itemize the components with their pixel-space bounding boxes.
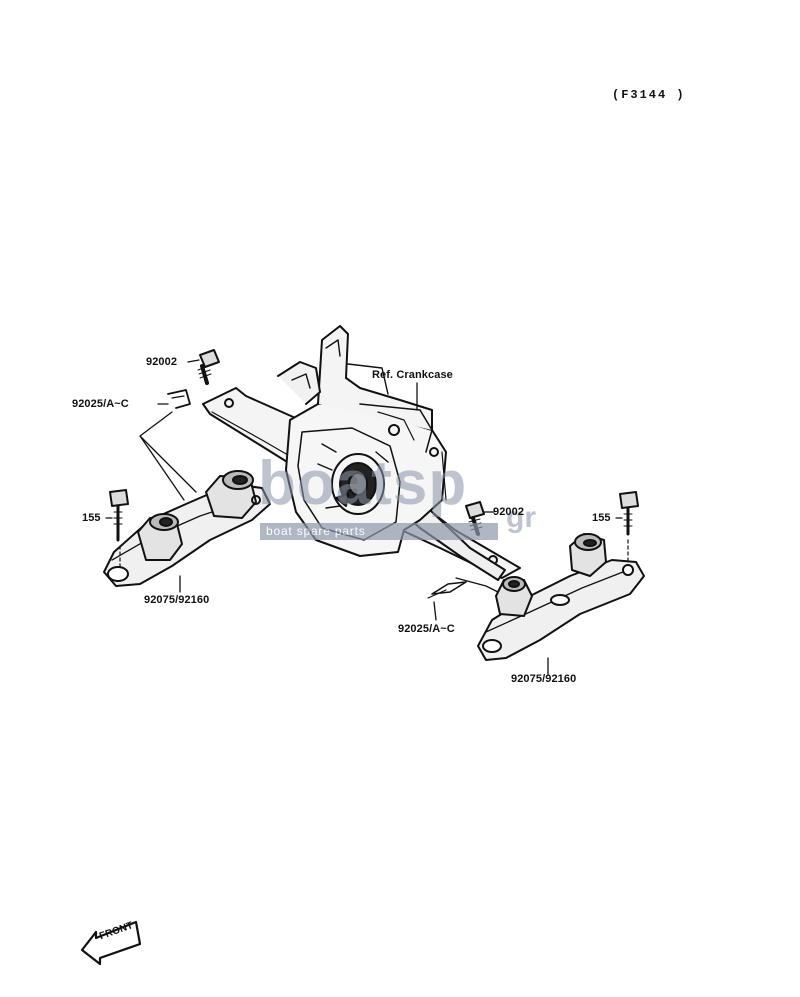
stopper-left — [167, 389, 191, 409]
front-arrow-badge — [80, 920, 142, 966]
label-155-left: 155 — [82, 512, 101, 524]
bolt-92002-left — [197, 349, 220, 385]
label-92025-right: 92025/A~C — [398, 623, 455, 635]
label-92075-left: 92075/92160 — [144, 594, 210, 606]
label-ref-crankcase: Ref. Crankcase — [372, 369, 453, 381]
engine-mount-right — [477, 533, 645, 661]
bolt-92002-right — [465, 501, 485, 536]
label-92002-left: 92002 — [146, 356, 178, 368]
label-92075-right: 92075/92160 — [511, 673, 577, 685]
crankcase-assembly — [202, 325, 521, 581]
figure-code: (F3144 ) — [612, 88, 686, 102]
label-155-right: 155 — [592, 512, 611, 524]
label-92002-right: 92002 — [493, 506, 525, 518]
engine-mount-left — [103, 470, 271, 587]
bolt-155-right — [619, 491, 639, 536]
label-92025-left: 92025/A~C — [72, 398, 129, 410]
stopper-right — [427, 581, 467, 599]
bolt-155-left — [109, 489, 129, 542]
